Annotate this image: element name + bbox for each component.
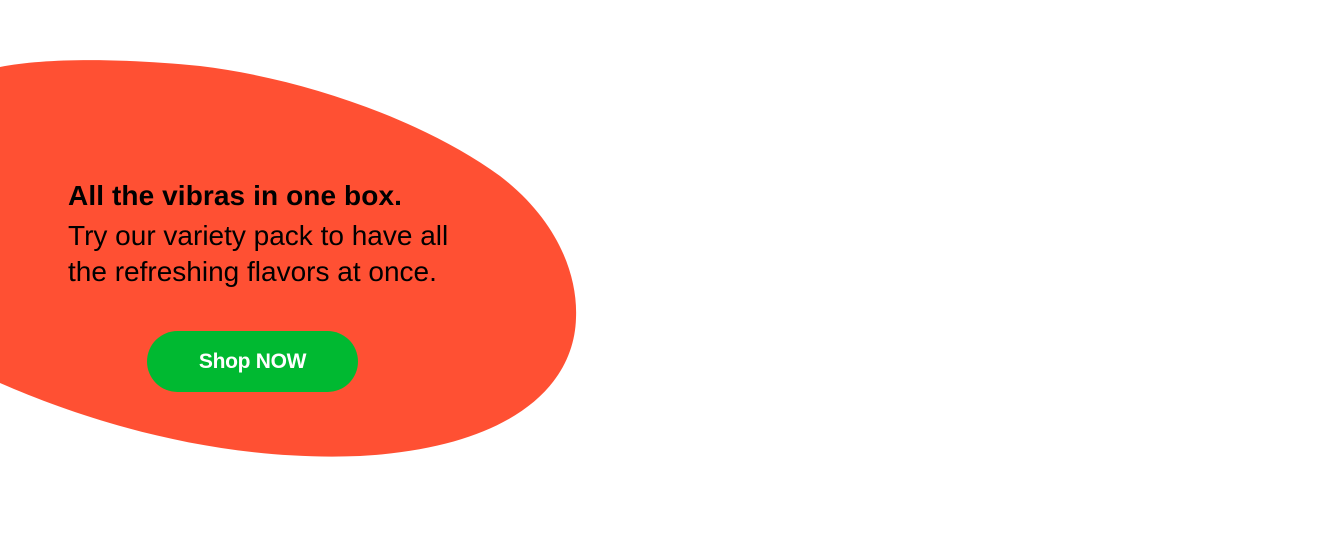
shop-now-button-label: Shop NOW [198, 349, 307, 373]
blob-fill [0, 60, 577, 457]
promo-description-line-2: the refreshing flavors at once. [68, 256, 437, 287]
promo-description: Try our variety pack to have all the ref… [68, 218, 538, 290]
promo-description-line-1: Try our variety pack to have all [68, 220, 449, 251]
shop-now-button[interactable]: Shop NOW [147, 331, 358, 392]
promo-copy: All the vibras in one box. Try our varie… [68, 178, 538, 290]
promo-headline: All the vibras in one box. [68, 180, 402, 211]
